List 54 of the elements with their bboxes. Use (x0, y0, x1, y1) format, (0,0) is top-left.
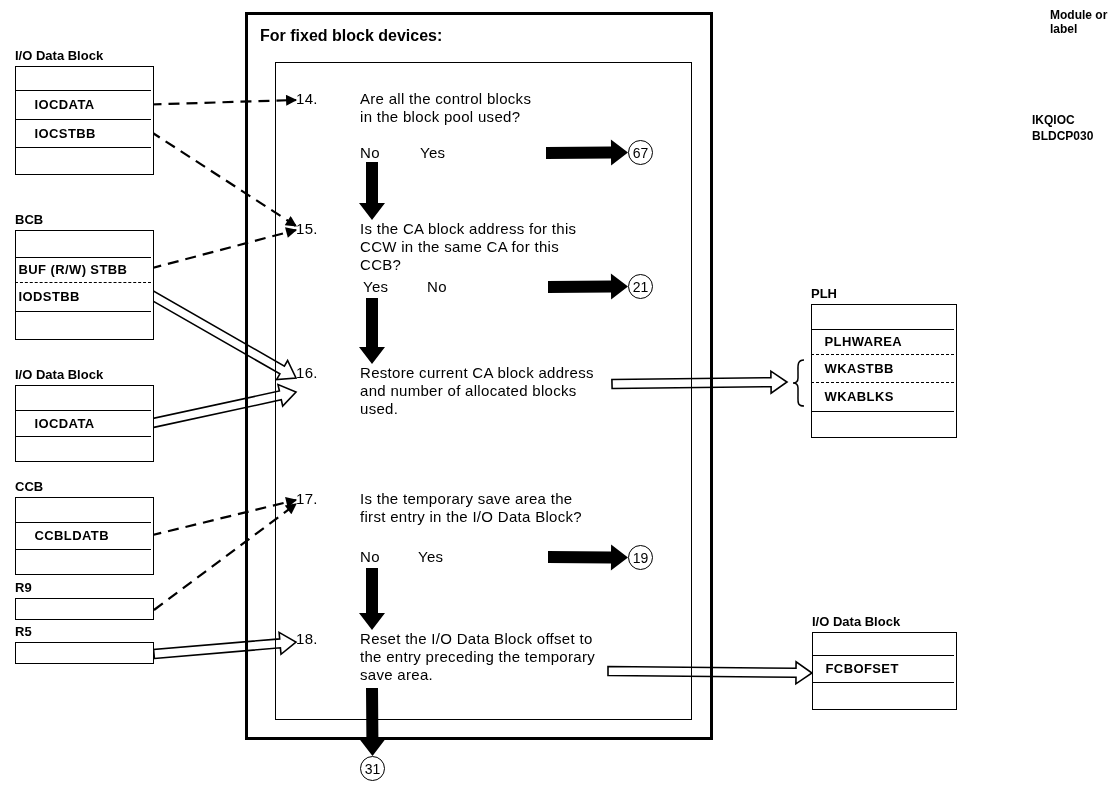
data-field: WKASTBB (810, 354, 954, 383)
block-title: I/O Data Block (812, 614, 901, 629)
flow-arrow (548, 544, 628, 571)
data-field: BUF (R/W) STBB (14, 256, 151, 283)
decision-answer: Yes (420, 144, 446, 162)
decision-answer: No (427, 278, 447, 296)
step-number: 17. (296, 490, 318, 508)
step-number: 18. (296, 630, 318, 648)
data-field: IOCSTBB (14, 119, 151, 148)
connector-circle: 19 (628, 545, 653, 570)
step-number: 14. (296, 90, 318, 108)
step-text: Restore current CA block address and number of allocated blocks used. (360, 364, 595, 418)
block-title: I/O Data Block (15, 367, 104, 382)
data-field: IOCDATA (14, 89, 151, 120)
block-title: I/O Data Block (15, 48, 104, 63)
decision-answer: Yes (418, 548, 444, 566)
dashed-arrow (153, 503, 297, 611)
decision-answer: Yes (363, 278, 389, 296)
block-title: BCB (15, 212, 44, 227)
data-field: FCBOFSET (811, 654, 954, 683)
step-text: Is the temporary save area the first entry in the I/O Data Block? (360, 490, 583, 526)
frame-box (245, 12, 713, 740)
step-text: Is the CA block address for this CCW in the same CA for this CCB? (360, 220, 578, 274)
step-number: 16. (296, 364, 318, 382)
connector-circle: 21 (628, 274, 653, 299)
data-flow-arrow (611, 369, 789, 395)
data-field: PLHWAREA (810, 328, 954, 355)
column-heading: Module or label (1050, 8, 1109, 36)
flow-arrow (359, 688, 386, 756)
flow-arrow (546, 139, 628, 166)
module-label: IKQIOC (1032, 113, 1075, 127)
data-field: IOCDATA (14, 409, 151, 437)
data-field: WKABLKS (810, 382, 954, 412)
module-label: BLDCP030 (1032, 129, 1094, 143)
decision-answer: No (360, 548, 380, 566)
connector-circle: 31 (360, 756, 385, 781)
flow-arrow (359, 568, 385, 630)
decision-answer: No (360, 144, 380, 162)
connector-circle: 67 (628, 140, 653, 165)
data-flow-arrow (607, 660, 814, 686)
flow-arrow (548, 273, 628, 300)
flow-arrow (359, 162, 385, 220)
block-title: R5 (15, 624, 32, 639)
data-flow-arrow (152, 630, 298, 660)
step-number: 15. (296, 220, 318, 238)
step-text: Are all the control blocks in the block pool used? (360, 90, 533, 126)
block-title: PLH (811, 286, 837, 301)
data-field: IODSTBB (14, 282, 151, 312)
step-text: Reset the I/O Data Block offset to the entry preceding the temporary save area. (360, 630, 597, 684)
data-field: CCBLDATB (14, 521, 151, 550)
block-title: R9 (15, 580, 32, 595)
flow-arrow (359, 298, 385, 364)
block-title: CCB (15, 479, 44, 494)
frame-heading: For fixed block devices: (260, 27, 443, 45)
